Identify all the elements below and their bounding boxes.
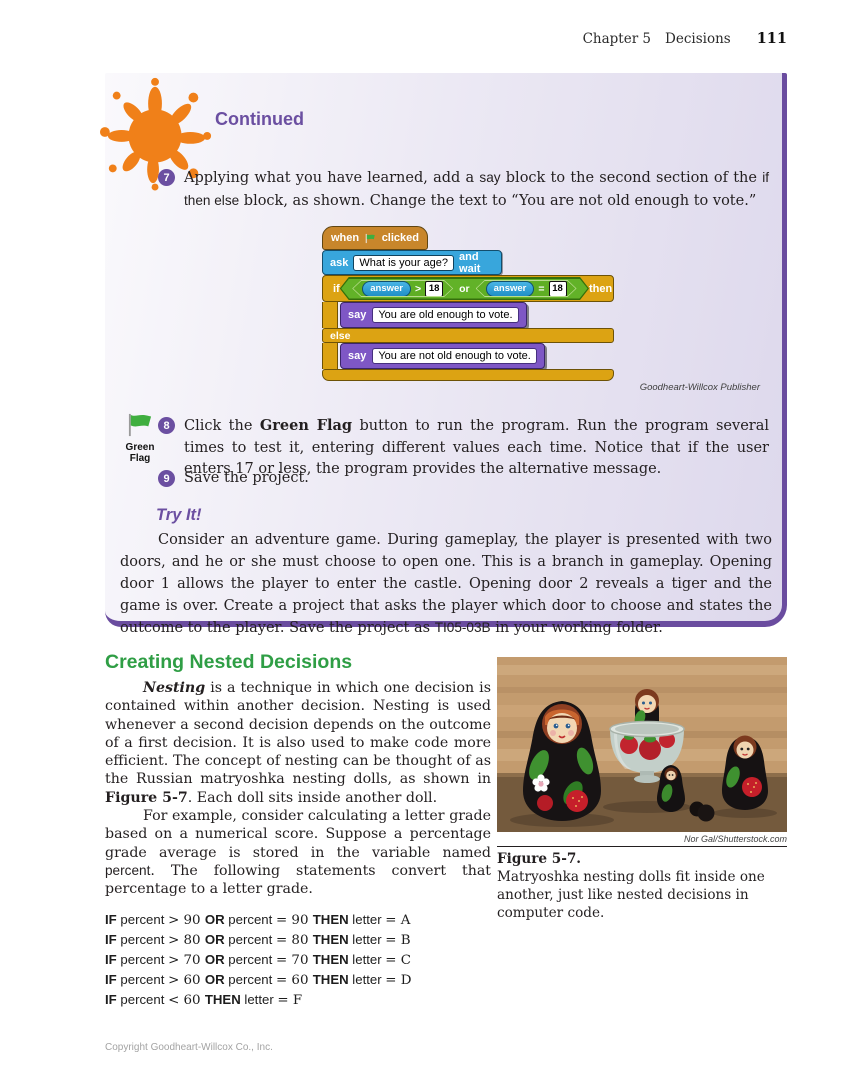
- code-line: IF percent < 60 THEN letter = F: [105, 992, 303, 1009]
- page-header: Chapter 5 Decisions 111: [583, 30, 787, 47]
- text-run: block to the second section of the: [500, 170, 763, 186]
- else-section: else: [322, 328, 614, 343]
- paint-splat-icon: [99, 77, 212, 191]
- greater-than-operator-block: answer > 18: [352, 280, 453, 297]
- green-flag-margin-icon: Green Flag: [114, 413, 166, 464]
- c-block-spine: [322, 302, 338, 328]
- when-label: when: [331, 232, 360, 244]
- else-label: else: [330, 329, 351, 342]
- continued-heading: Continued: [215, 109, 304, 129]
- text-run: . Each doll sits inside another doll.: [187, 789, 438, 806]
- step-8-number: 8: [158, 417, 175, 434]
- ask-question-field: What is your age?: [353, 254, 455, 271]
- say-text-field: You are not old enough to vote.: [372, 348, 537, 364]
- green-flag-icon: [128, 413, 152, 437]
- photo-credit: Nor Gal/Shutterstock.com: [683, 834, 787, 844]
- step-9-number: 9: [158, 470, 175, 487]
- if-branch-row: say You are old enough to vote.: [322, 302, 614, 328]
- c-block-spine: [322, 343, 338, 369]
- code-line: IF percent > 70 OR percent = 70 THEN let…: [105, 951, 412, 968]
- number-field-18: 18: [549, 281, 567, 297]
- text-run: Click the: [184, 418, 260, 434]
- say-label: say: [348, 309, 367, 321]
- scratch-script: when clicked ask What is your age? and w…: [322, 226, 614, 381]
- term-nesting: Nesting: [143, 680, 206, 696]
- step-9: 9 Save the project.: [158, 468, 769, 490]
- continued-activity-box: Continued 7 Applying what you have learn…: [99, 73, 787, 636]
- section-label: Decisions: [665, 31, 731, 47]
- number-field-18: 18: [425, 281, 443, 297]
- ask-label: ask: [330, 256, 349, 269]
- or-label: or: [459, 282, 470, 295]
- section-heading: Creating Nested Decisions: [105, 651, 353, 673]
- answer-reporter: answer: [486, 281, 535, 297]
- then-label: then: [589, 282, 613, 295]
- code-line: IF percent > 90 OR percent = 90 THEN let…: [105, 911, 411, 928]
- code-line: IF percent > 60 OR percent = 60 THEN let…: [105, 972, 412, 989]
- code-word-ifthenelse: if then else: [184, 170, 769, 208]
- step-8-text: Click the Green Flag button to run the p…: [184, 415, 769, 481]
- or-operator-block: answer > 18 or answer = 18: [340, 277, 589, 300]
- figure-column: Nor Gal/Shutterstock.com Figure 5-7. Mat…: [497, 657, 787, 922]
- say-text-field: You are old enough to vote.: [372, 307, 519, 323]
- scratch-image-credit: Goodheart-Willcox Publisher: [639, 382, 760, 393]
- pseudocode-listing: IF percent > 90 OR percent = 90 THEN let…: [105, 910, 491, 1011]
- if-then-block: if answer > 18 or answer = 18 then: [322, 275, 614, 302]
- example-paragraph: For example, consider calculating a lett…: [105, 807, 491, 898]
- figure-caption: Matryoshka nesting dolls fit inside one …: [497, 869, 765, 921]
- body-left-column: Nesting is a technique in which one deci…: [105, 679, 491, 1011]
- clicked-label: clicked: [381, 232, 419, 244]
- text-run: For example, consider calculating a lett…: [105, 808, 491, 861]
- figure-reference: Figure 5-7: [105, 789, 188, 806]
- try-it-paragraph: Consider an adventure game. During gamep…: [120, 529, 772, 639]
- step-7-text: Applying what you have learned, add a sa…: [184, 167, 769, 212]
- equals-operator-block: answer = 18: [476, 280, 577, 297]
- page-number: 111: [756, 30, 787, 47]
- code-line: IF percent > 80 OR percent = 80 THEN let…: [105, 931, 411, 948]
- try-it-heading: Try It!: [156, 506, 202, 524]
- step-8: 8 Click the Green Flag button to run the…: [158, 415, 769, 481]
- else-branch-row: say You are not old enough to vote.: [322, 343, 614, 369]
- variable-percent: percent: [105, 862, 151, 878]
- say-block-2: say You are not old enough to vote.: [340, 343, 545, 369]
- text-run: . The following statements convert that …: [105, 862, 491, 898]
- step-7-number: 7: [158, 169, 175, 186]
- green-flag-icon: [365, 233, 375, 243]
- text-run: Consider an adventure game. During gamep…: [120, 532, 772, 636]
- when-flag-clicked-block: when clicked: [322, 226, 428, 250]
- and-wait-label: and wait: [459, 250, 481, 275]
- ask-and-wait-block: ask What is your age? and wait: [322, 250, 502, 275]
- step-7: 7 Applying what you have learned, add a …: [158, 167, 769, 212]
- matryoshka-dolls-photo: [497, 657, 787, 832]
- text-run: in your working folder.: [490, 620, 663, 636]
- say-block-1: say You are old enough to vote.: [340, 302, 527, 328]
- if-label: if: [333, 282, 340, 295]
- copyright-footer: Copyright Goodheart-Willcox Co., Inc.: [105, 1042, 273, 1053]
- filename-run: TI05-03B: [434, 620, 491, 635]
- text-run: is a technique in which one decision is …: [105, 680, 491, 788]
- nesting-paragraph: Nesting is a technique in which one deci…: [105, 679, 491, 807]
- bold-green-flag: Green Flag: [259, 417, 353, 434]
- block-end-cap: [322, 369, 614, 381]
- say-label: say: [348, 350, 367, 362]
- caption-divider: [497, 846, 787, 847]
- green-flag-label: Green Flag: [125, 442, 155, 464]
- answer-reporter: answer: [362, 281, 411, 297]
- figure-label: Figure 5-7.: [497, 851, 582, 867]
- greater-than-sign: >: [414, 282, 422, 295]
- text-run: button to run the program. Run the progr…: [184, 418, 769, 477]
- text-run: Applying what you have learned, add a: [184, 170, 480, 186]
- text-run: block, as shown. Change the text to “You…: [239, 192, 757, 209]
- equals-sign: =: [538, 282, 545, 295]
- code-word-say: say: [479, 170, 501, 185]
- text-run: Save the project.: [184, 470, 309, 486]
- chapter-label: Chapter 5: [582, 31, 652, 47]
- step-9-text: Save the project.: [184, 468, 769, 490]
